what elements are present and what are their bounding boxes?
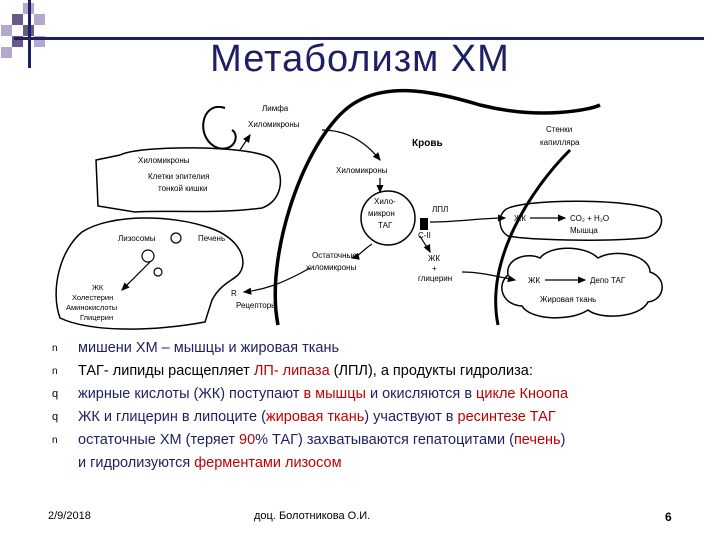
- bullet-continuation: и гидролизуются ферментами лизосом: [48, 452, 708, 475]
- bullet-text: % ТАГ) захватываются гепатоцитами (: [255, 432, 514, 448]
- title-rule: [14, 37, 704, 40]
- footer-author: доц. Болотникова О.И.: [254, 510, 371, 522]
- chylomicron-label-2: микрон: [368, 209, 395, 218]
- capillary-wall: [494, 148, 572, 326]
- adipose-fa-label: ЖК: [528, 276, 540, 285]
- intestine-cells-label-2: тонкой кишки: [158, 184, 208, 193]
- arrow-remnant-to-liver: [242, 267, 311, 295]
- bullet-marker: n: [52, 435, 58, 446]
- arrow-lpl-to-muscle: [429, 214, 507, 223]
- lpl-label: ЛПЛ: [432, 205, 448, 214]
- liver-products-label-2: Холестерин: [72, 293, 113, 302]
- bullet-text: ): [560, 432, 566, 448]
- remnant-label-2: хиломикроны: [306, 263, 356, 272]
- receptor-symbol: R: [231, 289, 237, 298]
- title-rule-vertical: [28, 0, 31, 68]
- arrow-lymph-to-blood: [321, 129, 381, 161]
- capillary-wall-label: Стенки: [546, 125, 572, 134]
- intestine-chylomicrons-label: Хиломикроны: [138, 156, 190, 165]
- liver-products-label-4: Глицерин: [80, 313, 113, 322]
- arrow-intestine-to-lymph: [239, 134, 251, 151]
- intestine-cells-label: Клетки эпителия: [148, 172, 209, 181]
- bullet-highlight: ресинтезе ТАГ: [457, 409, 556, 425]
- intestine-outline: [95, 147, 282, 213]
- lymph-label: Лимфа: [262, 104, 289, 113]
- bullet-text: и гидролизуются: [78, 455, 195, 471]
- bullet-highlight: цикле Кноопа: [476, 386, 569, 402]
- chylomicron-metabolism-diagram: Лимфа Хиломикроны Хиломикроны Клетки эпи…: [55, 88, 663, 330]
- liver-products-label-3: Аминокислоты: [66, 303, 117, 312]
- bullet-text: остаточные ХМ (теряет: [78, 432, 239, 448]
- bullet-highlight: печень: [513, 432, 561, 448]
- chylomicron-label-1: Хило-: [374, 197, 396, 206]
- adipose-label: Жировая ткань: [540, 295, 596, 304]
- liver-outline: [55, 217, 244, 330]
- blood-chylomicrons-label: Хиломикроны: [336, 166, 388, 175]
- apo-c2-label: С-II: [418, 231, 431, 240]
- bullet-highlight: ЛП- липаза: [253, 363, 330, 379]
- bullet-marker: q: [52, 411, 59, 423]
- adipose-outline: [501, 247, 663, 319]
- chylomicron-particle: [360, 190, 416, 246]
- liver-label: Печень: [198, 234, 225, 243]
- bullet-item: q жирные кислоты (ЖК) поступают в мышцы …: [48, 383, 708, 406]
- bullet-text: ТАГ- липиды расщепляет: [78, 363, 254, 379]
- bullet-list: n мишени ХМ – мышцы и жировая ткань n ТА…: [48, 337, 708, 475]
- arrow-lpl-to-fa-glycerol: [419, 235, 431, 254]
- bullet-text: (ЛПЛ), а продукты гидролиза:: [329, 363, 533, 379]
- remnant-label-1: Остаточные: [312, 251, 357, 260]
- bullet-item: n остаточные ХМ (теряет 90% ТАГ) захваты…: [48, 429, 708, 452]
- muscle-fa-label: ЖК: [514, 214, 526, 223]
- lymph-chylomicrons-label: Хиломикроны: [248, 120, 300, 129]
- lysosomes-label: Лизосомы: [118, 234, 156, 243]
- lymph-vessel: [202, 105, 237, 150]
- arrow-chylo-to-remnant: [350, 243, 373, 260]
- lysosome-2: [141, 249, 155, 263]
- bullet-highlight: ферментами лизосом: [194, 455, 342, 471]
- capillary-wall-label-2: капилляра: [540, 138, 580, 147]
- fa-glycerol-label-2: +: [432, 264, 437, 273]
- fa-glycerol-label-1: ЖК: [428, 254, 440, 263]
- muscle-outline: [499, 200, 663, 241]
- receptors-label: Рецепторы: [236, 301, 277, 310]
- bullet-item: n ТАГ- липиды расщепляет ЛП- липаза (ЛПЛ…: [48, 360, 708, 383]
- bullet-marker: q: [52, 388, 59, 400]
- bullet-highlight: 90: [239, 432, 256, 448]
- depot-tag-label: Депо ТАГ: [590, 276, 626, 285]
- arrow-fa-glycerol-to-adipose: [461, 271, 517, 283]
- bullet-text: жирные кислоты (ЖК) поступают: [78, 386, 304, 402]
- bullet-text: и окисляются в: [365, 386, 477, 402]
- lpl-enzyme: [420, 218, 428, 230]
- bullet-marker: n: [52, 366, 58, 377]
- footer-date: 2/9/2018: [48, 510, 91, 522]
- fa-glycerol-label-3: глицерин: [418, 274, 452, 283]
- chylomicron-tag-label: ТАГ: [378, 221, 393, 230]
- blood-vessel-wall: [273, 88, 601, 326]
- lysosome-1: [170, 232, 182, 244]
- liver-products-label-1: ЖК: [92, 283, 104, 292]
- page-number: 6: [665, 510, 672, 524]
- muscle-products-label: СО₂ + Н₂О: [570, 214, 609, 223]
- bullet-item: n мишени ХМ – мышцы и жировая ткань: [48, 337, 708, 360]
- muscle-label: Мышца: [570, 226, 598, 235]
- bullet-marker: n: [52, 343, 58, 354]
- arrow-lysosome-products: [121, 261, 151, 291]
- bullet-text: ) участвуют в: [364, 409, 458, 425]
- bullet-text: ЖК и глицерин в липоците (: [78, 409, 266, 425]
- lysosome-3: [153, 267, 163, 277]
- page-title: Метаболизм ХМ: [210, 38, 510, 80]
- blood-label: Кровь: [412, 138, 443, 149]
- bullet-highlight: жировая ткань: [265, 409, 365, 425]
- bullet-item: q ЖК и глицерин в липоците (жировая ткан…: [48, 406, 708, 429]
- bullet-highlight: в мышцы: [303, 386, 366, 402]
- bullet-text: мишени ХМ – мышцы и жировая ткань: [78, 340, 340, 356]
